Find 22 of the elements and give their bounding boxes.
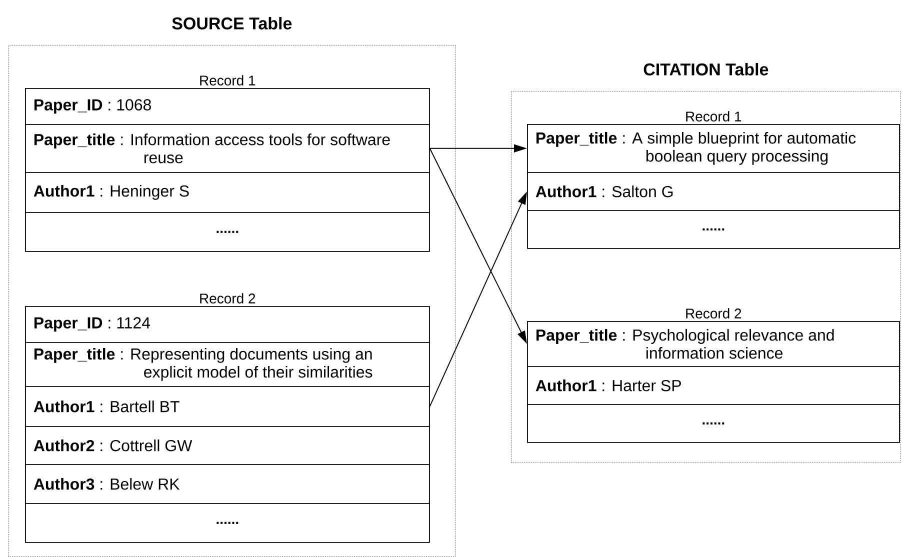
ellipsis-row: ......: [25, 503, 430, 543]
field-row: Author1 : Harter SP: [527, 366, 900, 405]
field-row: Paper_ID : 1124: [25, 306, 430, 343]
field-row: Paper_title : Representing documents using an explicit model of their similarities: [25, 342, 430, 387]
field-row: Author1 : Bartell BT: [25, 386, 430, 427]
field-row: Author1 : Heninger S: [25, 172, 430, 213]
node-label: Record 1: [686, 111, 742, 122]
field-row: Author3 : Belew RK: [25, 464, 430, 504]
field-row: Paper_ID : 1068: [25, 88, 430, 125]
field-row: Author1 : Salton G: [527, 172, 900, 211]
node-label: Record 2: [200, 293, 256, 304]
node-label: CITATION Table: [644, 62, 768, 76]
node-label: Record 1: [200, 75, 256, 86]
ellipsis-row: ......: [25, 212, 430, 252]
field-row: Author2 : Cottrell GW: [25, 426, 430, 465]
ellipsis-row: ......: [527, 404, 900, 443]
node-label: SOURCE Table: [172, 16, 292, 30]
field-row: Paper_title : Information access tools for software reuse: [25, 124, 430, 173]
ellipsis-row: ......: [527, 210, 900, 249]
node-label: Record 2: [686, 308, 742, 318]
field-row: Paper_title : Psychological relevance and information science: [527, 321, 900, 367]
field-row: Paper_title : A simple blueprint for automatic boolean query processing: [527, 124, 900, 173]
